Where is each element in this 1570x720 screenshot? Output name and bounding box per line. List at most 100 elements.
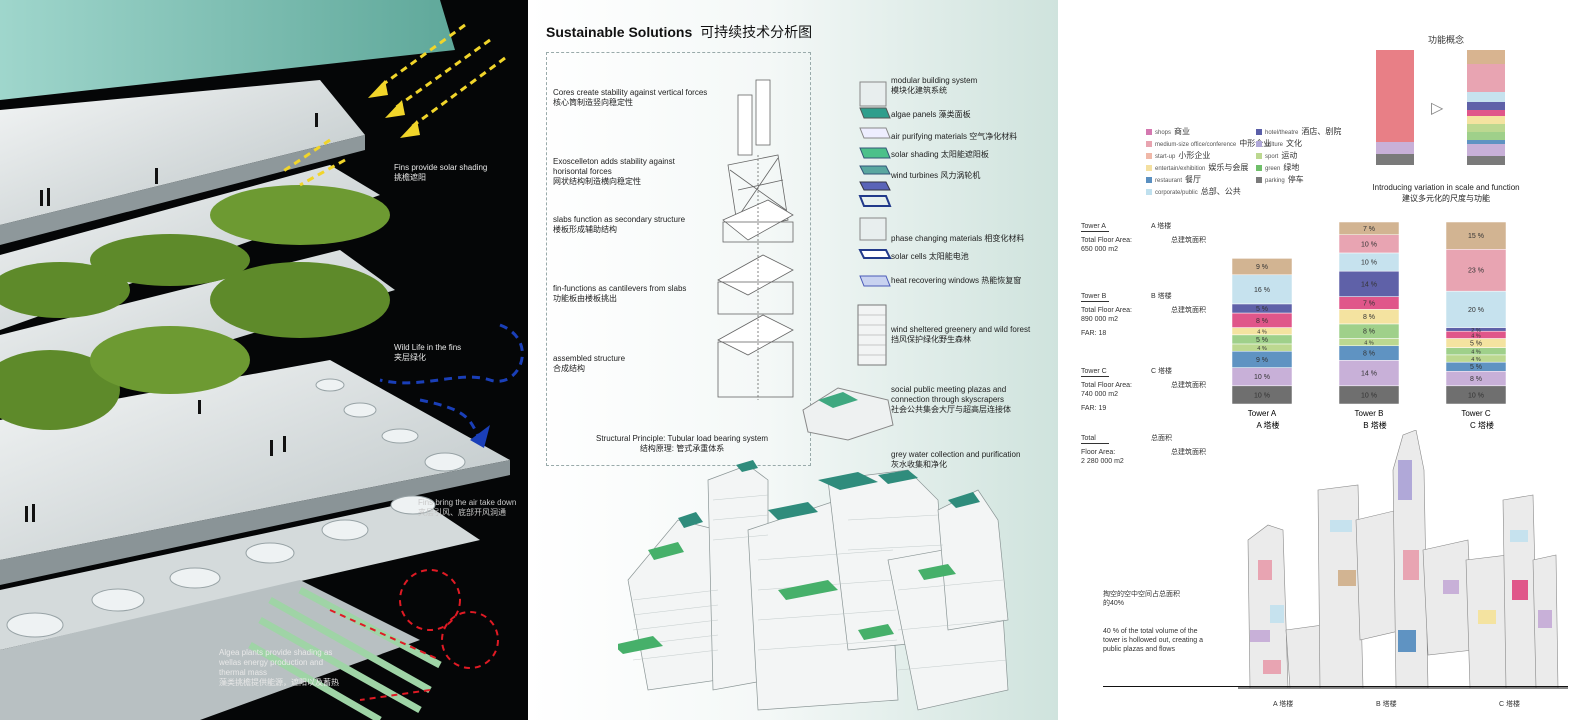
legend-label-cn: 中形企业	[1239, 139, 1271, 148]
algae-label: Algea plants provide shading as wellas e…	[219, 648, 339, 687]
system-item: air purifying materials 空气净化材料	[891, 132, 1018, 141]
data-label: 4 %	[1257, 330, 1267, 336]
legend-swatch	[1256, 165, 1262, 172]
legend-label-cn: 餐厅	[1185, 175, 1202, 184]
modular-icon	[859, 81, 887, 107]
data-label: 10 %	[1361, 392, 1377, 399]
frame-icon	[858, 195, 892, 207]
data-label: 5 %	[1256, 306, 1268, 313]
tower-section-elevation	[1238, 430, 1568, 689]
hollow-note-cn: 掏空的空中空间占总面积的40%	[1103, 591, 1180, 607]
legend-label: entertain/exhibition	[1155, 166, 1206, 172]
data-label: 5 %	[1470, 364, 1482, 371]
facade-render	[0, 0, 524, 720]
data-label: 10 %	[1254, 374, 1270, 381]
legend-label-cn: 酒店、剧院	[1301, 127, 1342, 136]
data-label: 8 %	[1470, 376, 1482, 383]
slab-large	[0, 360, 510, 560]
legend-swatch	[1146, 177, 1152, 184]
data-label: 10 %	[1468, 392, 1484, 399]
exoskeleton	[727, 154, 789, 231]
legend-swatch	[1256, 153, 1262, 160]
data-label: 2 %	[1471, 328, 1481, 334]
data-label: 16 %	[1254, 287, 1270, 294]
bar-segment	[1445, 222, 1507, 250]
data-label: 8 %	[1363, 314, 1375, 321]
tower-cluster-render	[618, 460, 1009, 711]
function-distribution-chart: 10 %10 %9 %4 %5 %4 %8 %5 %16 %9 %Tower A…	[1231, 222, 1507, 430]
phase-change-icon	[859, 217, 887, 241]
wind-turbine-icon	[859, 165, 891, 175]
data-label: 8 %	[1363, 329, 1375, 336]
data-label: 7 %	[1363, 226, 1375, 233]
legend-label: start-up	[1155, 154, 1176, 160]
legend-swatch	[1146, 165, 1152, 172]
data-label: 8 %	[1363, 351, 1375, 358]
data-label: 7 %	[1363, 300, 1375, 307]
legend-label: parking	[1265, 178, 1285, 184]
category-label-cn: C 塔楼	[1470, 420, 1494, 430]
data-label: 9 %	[1256, 264, 1268, 271]
legend-label-cn: 文化	[1286, 139, 1303, 148]
greenery-tower-icons	[802, 304, 894, 441]
legend-label-cn: 运动	[1281, 151, 1298, 160]
data-label: 20 %	[1468, 307, 1484, 314]
data-label: 14 %	[1361, 371, 1377, 378]
core	[755, 79, 771, 146]
slab	[0, 80, 365, 225]
data-label: 9 %	[1256, 357, 1268, 364]
data-label: 10 %	[1361, 260, 1377, 267]
legend-label: hotel/theatre	[1265, 130, 1299, 136]
legend-item: medium-size office/conference中形企业	[1146, 138, 1271, 149]
data-label: 4 %	[1471, 333, 1481, 339]
bar-segment	[1445, 249, 1507, 292]
solar-cells-icon	[858, 249, 892, 259]
data-label: 8 %	[1256, 318, 1268, 325]
legend-label-cn: 娱乐与会展	[1208, 163, 1249, 172]
turbine-icon	[859, 181, 891, 191]
air-circulation-arrows	[329, 569, 499, 701]
system-item: wind turbines 风力涡轮机	[891, 171, 981, 180]
data-label: 10 %	[1361, 241, 1377, 248]
concept-bar-varied	[1467, 50, 1505, 165]
legend-label: green	[1265, 166, 1281, 172]
category-label: Tower B	[1355, 409, 1384, 418]
structure-step: Exoscelleton adds stability against hori…	[553, 157, 675, 186]
heat-window-icon	[859, 275, 891, 287]
fin-stack	[717, 254, 794, 296]
exoskeleton-lines	[729, 157, 787, 221]
system-item: phase changing materials 相变化材料	[891, 234, 1025, 243]
legend-label: shops	[1155, 130, 1172, 136]
bottom-label: A 塔楼	[1273, 701, 1294, 708]
algae-icon	[859, 107, 891, 119]
people-figures	[25, 113, 318, 522]
legend-label-cn: 停车	[1287, 175, 1304, 184]
legend-label-cn: 总部、公共	[1200, 187, 1241, 196]
solar-shading-icon	[859, 147, 891, 159]
structure-caption: Structural Principle: Tubular load beari…	[596, 434, 769, 453]
system-item: heat recovering windows 热能恢复窗	[891, 276, 1022, 285]
sustainable-solutions-panel: Sustainable Solutions 可持续技术分析图 Cores cre…	[528, 0, 1058, 720]
core	[737, 94, 753, 156]
fin-openings	[6, 378, 466, 638]
data-label: 4 %	[1364, 341, 1374, 347]
